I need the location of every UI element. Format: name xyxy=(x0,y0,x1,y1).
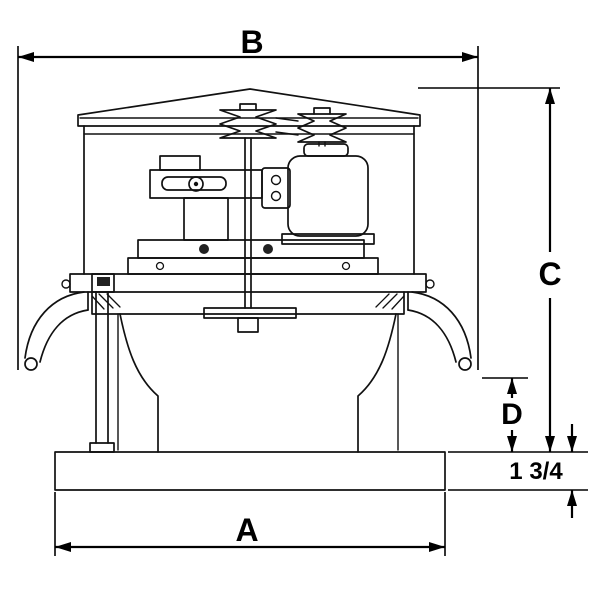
dimensions: B C D 1 3/4 A xyxy=(17,24,588,556)
dimension-label-b: B xyxy=(240,24,263,60)
junction-box xyxy=(261,167,291,209)
fan-shaft xyxy=(203,137,297,333)
right-flange xyxy=(407,291,472,371)
unit-drawing xyxy=(24,88,472,491)
dimension-label-c: C xyxy=(538,256,561,292)
roof-cap xyxy=(77,88,421,127)
fan-housing xyxy=(83,125,415,275)
support-leg xyxy=(89,273,115,453)
dimension-a: A xyxy=(54,492,446,556)
dimension-label-base-thickness: 1 3/4 xyxy=(509,458,563,485)
dimension-label-d: D xyxy=(501,398,523,431)
base-plate xyxy=(54,451,446,491)
dimension-c: C xyxy=(418,87,588,453)
lower-drum xyxy=(117,313,399,453)
mounting-bracket xyxy=(149,155,263,241)
base-plates xyxy=(127,239,379,275)
dimension-d: D xyxy=(482,377,528,452)
dimension-b: B xyxy=(17,24,479,370)
drive-belt xyxy=(275,117,299,136)
drive-pulleys xyxy=(219,103,347,147)
curb-band xyxy=(61,273,435,315)
motor xyxy=(261,143,375,245)
dimension-label-a: A xyxy=(235,512,258,548)
dimension-base-thickness: 1 3/4 xyxy=(448,424,588,518)
left-flange xyxy=(24,291,89,371)
